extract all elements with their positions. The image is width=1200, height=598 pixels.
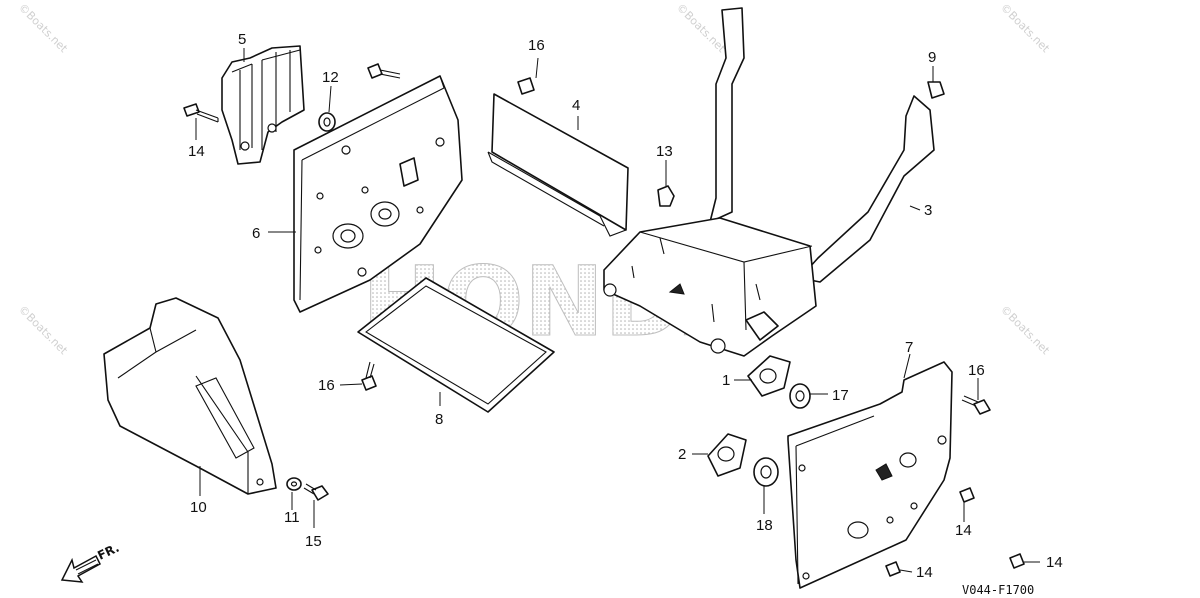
- callout-10: 10: [190, 499, 207, 516]
- part-18-bearing: [753, 457, 779, 487]
- source-watermark: ©Boats.net: [16, 303, 71, 358]
- part-3-handle-frame: [603, 7, 935, 357]
- part-11-washer: [286, 477, 302, 491]
- callout-14: 14: [955, 522, 972, 539]
- callout-9: 9: [928, 49, 936, 66]
- part-9-nut: [927, 81, 945, 99]
- part-14-bolt-left: [183, 103, 219, 123]
- diagram-code: V044-F1700: [962, 583, 1034, 597]
- part-12-nut: [318, 112, 336, 132]
- part-8-gasket: [357, 277, 555, 413]
- part-16-bolt-right: [961, 395, 991, 415]
- part-14-bolt-right-b: [1009, 553, 1025, 569]
- front-label: FR.: [95, 541, 121, 563]
- callout-1: 1: [722, 372, 730, 389]
- part-17-bearing: [789, 383, 811, 409]
- callout-13: 13: [656, 143, 673, 160]
- source-watermark: ©Boats.net: [998, 303, 1053, 358]
- part-15-bolt: [303, 483, 329, 501]
- front-direction-arrow: FR.: [60, 541, 121, 583]
- source-watermark: ©Boats.net: [674, 1, 729, 56]
- part-4-shield: [487, 77, 629, 237]
- callout-11: 11: [284, 509, 300, 526]
- callout-15: 15: [305, 533, 322, 550]
- callout-5: 5: [238, 31, 246, 48]
- callout-3: 3: [924, 202, 932, 219]
- leader-lines: [195, 48, 1040, 573]
- part-10-cover: [103, 297, 277, 495]
- part-14-bolt-right-a: [959, 487, 975, 503]
- part-16-bolt-center: [361, 361, 377, 391]
- part-5-bracket: [221, 45, 305, 165]
- callout-14: 14: [916, 564, 933, 581]
- callout-16: 16: [528, 37, 545, 54]
- part-7-right-plate: [787, 361, 953, 589]
- part-2-holder: [707, 433, 747, 477]
- part-13-nut: [657, 185, 675, 207]
- callout-4: 4: [572, 97, 580, 114]
- callout-6: 6: [252, 225, 260, 242]
- callout-14: 14: [188, 143, 205, 160]
- callout-18: 18: [756, 517, 773, 534]
- part-1-holder: [747, 355, 791, 397]
- source-watermark: ©Boats.net: [16, 1, 71, 56]
- source-watermark: ©Boats.net: [998, 1, 1053, 56]
- callout-16: 16: [968, 362, 985, 379]
- part-6-left-plate: [293, 75, 463, 313]
- callout-16: 16: [318, 377, 335, 394]
- callout-17: 17: [832, 387, 849, 404]
- callout-labels: 5 14 12 16 4 6 13 9 3 8 10 11 15 16 1 17…: [188, 31, 1063, 581]
- callout-8: 8: [435, 411, 443, 428]
- callout-14: 14: [1046, 554, 1063, 571]
- part-14-bolt-bottom: [885, 561, 901, 577]
- bolt-top-center: [367, 63, 401, 79]
- callout-12: 12: [322, 69, 339, 86]
- callout-7: 7: [905, 339, 913, 356]
- callout-2: 2: [678, 446, 686, 463]
